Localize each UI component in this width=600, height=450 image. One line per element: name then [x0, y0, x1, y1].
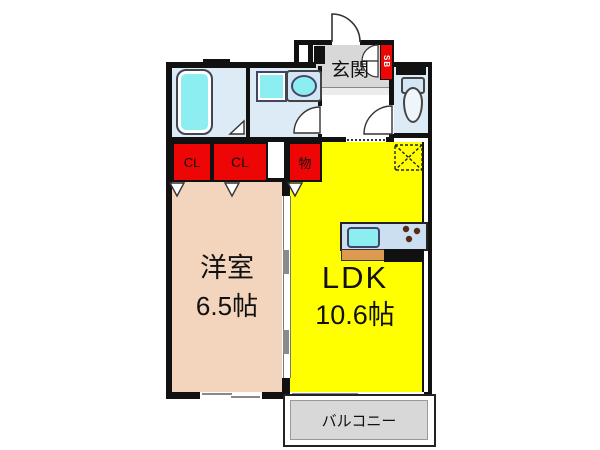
western-room-floor: [172, 182, 282, 392]
ldk-name: LDK: [321, 260, 389, 295]
open-passage-dotted-line: [347, 139, 385, 141]
balcony-label: バルコニー: [321, 412, 397, 430]
wall-toilet-bottom: [394, 133, 428, 138]
kitchen-sink-icon: [347, 227, 380, 248]
window-icon: [231, 396, 260, 398]
wall-divider-bottom: [282, 378, 290, 392]
storage-closet: 物: [288, 142, 322, 182]
wall-hall-ldk-right: [386, 137, 394, 142]
ldk-size: 10.6帖: [315, 300, 395, 331]
toilet-icon: [403, 87, 423, 123]
hallway-floor: [322, 95, 389, 137]
wall-right-outer: [428, 62, 432, 399]
wall-bath-washroom: [246, 66, 250, 137]
western-room-size: 6.5帖: [195, 290, 259, 321]
ldk-label: LDK 10.6帖: [286, 258, 424, 333]
stove-black-block: [384, 249, 424, 262]
closet-center-label: CL: [231, 154, 249, 170]
entrance-door-arc-icon: [331, 13, 361, 43]
bathtub-icon: [176, 69, 213, 135]
wall-left-outer: [166, 62, 172, 399]
wall-pillar: [314, 46, 325, 64]
sliding-door-panel: [283, 330, 289, 354]
wall-entrance-stub: [308, 42, 313, 64]
washroom-door-opening: [318, 106, 322, 134]
western-room-name: 洋室: [200, 253, 254, 283]
wall-hall-ldk-left: [322, 137, 346, 142]
washing-machine-pan-icon: [256, 71, 287, 102]
closet-left: CL: [172, 142, 212, 182]
wall-top-left: [166, 62, 316, 68]
sliding-door-panel: [283, 250, 289, 274]
wall-right-inner-line: [422, 142, 424, 392]
ldk-floor-left: [290, 182, 322, 392]
toilet-shelf-band: [396, 67, 426, 75]
toilet-door-opening: [389, 105, 394, 134]
vanity-sink-bowl-icon: [291, 75, 317, 97]
balcony-floor: バルコニー: [290, 400, 428, 440]
closet-center: CL: [212, 142, 268, 182]
sliding-door-icon: [283, 196, 291, 378]
genkan-label: 玄関: [330, 60, 369, 81]
closet-left-label: CL: [183, 154, 201, 170]
wall-storage-left: [284, 142, 288, 182]
wall-top-thick-segment: [203, 59, 230, 68]
storage-closet-label: 物: [298, 155, 312, 171]
wall-entrance-left: [294, 40, 299, 68]
shoe-box-label: SB: [382, 55, 391, 69]
window-icon: [202, 393, 232, 395]
wall-toilet-top: [394, 62, 432, 67]
wall-divider-top: [282, 182, 290, 196]
wall-entrance-right: [389, 40, 394, 137]
entrance-door-opening: [332, 40, 360, 45]
wall-wet-closet: [166, 137, 322, 142]
shoe-box: SB: [380, 44, 393, 80]
western-room-label: 洋室 6.5帖: [172, 250, 282, 324]
ldk-floor: [322, 142, 422, 392]
window-western-room: [200, 392, 262, 399]
